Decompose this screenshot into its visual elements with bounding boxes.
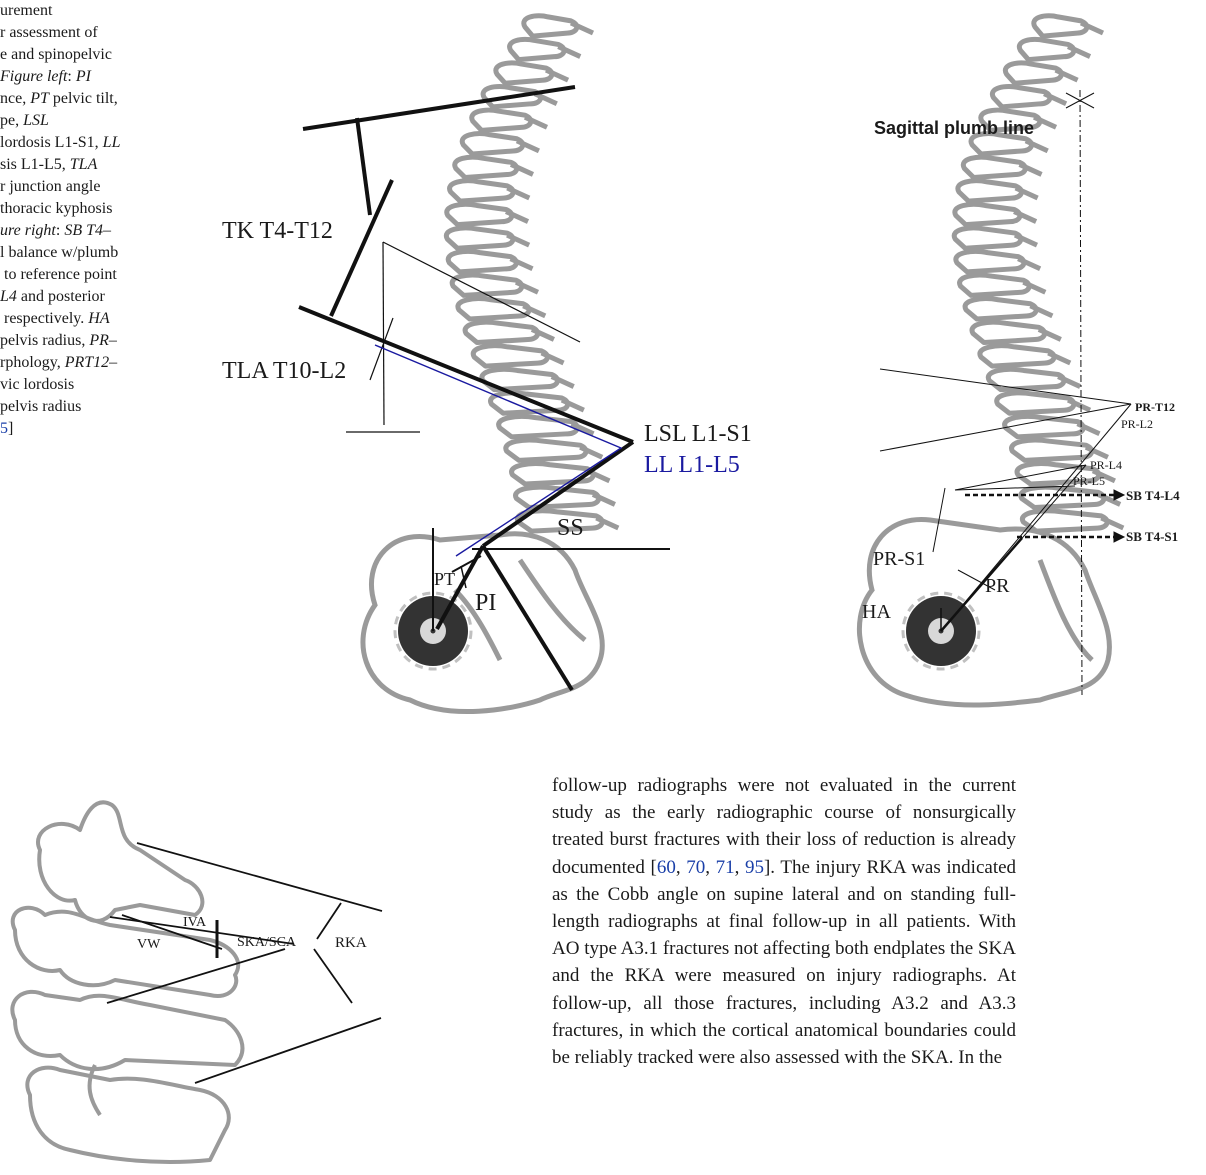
citation-link[interactable]: 70: [686, 857, 705, 878]
label-ska: SKA/SCA: [237, 935, 297, 950]
vertebra: [1005, 63, 1061, 83]
label-iva: IVA: [183, 915, 207, 930]
vertebra: [447, 204, 512, 224]
spine-right-illustration: [954, 16, 1123, 531]
label-sb-t4-l4: SB T4-L4: [1126, 488, 1180, 503]
vertebra: [956, 252, 1024, 272]
vertebra: [1022, 511, 1107, 531]
label-ss: SS: [557, 515, 584, 541]
label-vw: VW: [137, 937, 161, 952]
label-pt: PT: [434, 569, 455, 589]
citation-link[interactable]: 60: [657, 857, 676, 878]
vertebra: [446, 228, 513, 248]
vertebra: [988, 369, 1064, 389]
body-text-run: ,: [676, 857, 686, 878]
vertebra: [1021, 487, 1104, 507]
vertebra: [980, 346, 1054, 366]
label-pr-t12: PR-T12: [1135, 400, 1175, 414]
vertebra: [1019, 39, 1074, 59]
body-paragraph: follow-up radiographs were not evaluated…: [552, 772, 1016, 1071]
vertebra: [496, 63, 552, 83]
vertebra: [524, 16, 577, 36]
pelvis-left: [363, 534, 602, 712]
label-tla: TLA T10-L2: [222, 358, 346, 384]
vertebra: [992, 87, 1050, 107]
vertebra: [963, 157, 1025, 177]
vertebra: [1012, 440, 1092, 460]
vertebra: [965, 299, 1036, 319]
label-pr-l5: PR-L5: [1073, 474, 1105, 488]
label-pr: PR: [985, 575, 1010, 597]
label-lsl: LSL L1-S1: [644, 421, 752, 447]
label-pr-l2: PR-L2: [1121, 417, 1153, 431]
label-ha: HA: [862, 601, 891, 623]
citation-link[interactable]: 95: [745, 857, 764, 878]
label-rka: RKA: [335, 935, 367, 951]
label-pr-l4: PR-L4: [1090, 458, 1122, 472]
vertebra: [955, 204, 1020, 224]
body-text-run: ,: [735, 857, 745, 878]
vertebra: [997, 393, 1074, 413]
spinal-parameters-figure: TK T4-T12 TLA T10-L2 LSL L1-S1 LL L1-L5 …: [0, 0, 1206, 760]
citation-link[interactable]: 71: [716, 857, 735, 878]
vertebra: [1034, 16, 1087, 36]
vertebra: [1005, 417, 1084, 437]
vertebra: [472, 110, 531, 130]
vertebra: [473, 346, 547, 366]
label-plumb: Sagittal plumb line: [874, 118, 1034, 138]
vertebra: [448, 252, 516, 272]
vertebra: [465, 322, 538, 342]
vertebra: [510, 39, 565, 59]
label-pr-s1: PR-S1: [873, 548, 925, 570]
label-pi: PI: [475, 590, 496, 616]
vertebra: [960, 275, 1030, 295]
measurement-lines-lower: [107, 843, 382, 1083]
body-text-run: ]. The injury RKA was indicated as the C…: [552, 857, 1016, 1068]
label-ll: LL L1-L5: [644, 452, 740, 478]
vertebra: [462, 134, 523, 154]
vertebra: [954, 228, 1021, 248]
vertebra: [499, 417, 578, 437]
vertebra: [458, 299, 529, 319]
body-text-run: ,: [705, 857, 715, 878]
vertebra: [506, 440, 586, 460]
vertebra: [958, 181, 1022, 201]
vertebra: [450, 181, 514, 201]
vertebra: [455, 157, 517, 177]
vertebra: [452, 275, 522, 295]
vertebrae-lower: [12, 802, 242, 1162]
vertebra: [972, 322, 1045, 342]
label-tk: TK T4-T12: [222, 218, 333, 244]
label-sb-t4-s1: SB T4-S1: [1126, 529, 1178, 544]
